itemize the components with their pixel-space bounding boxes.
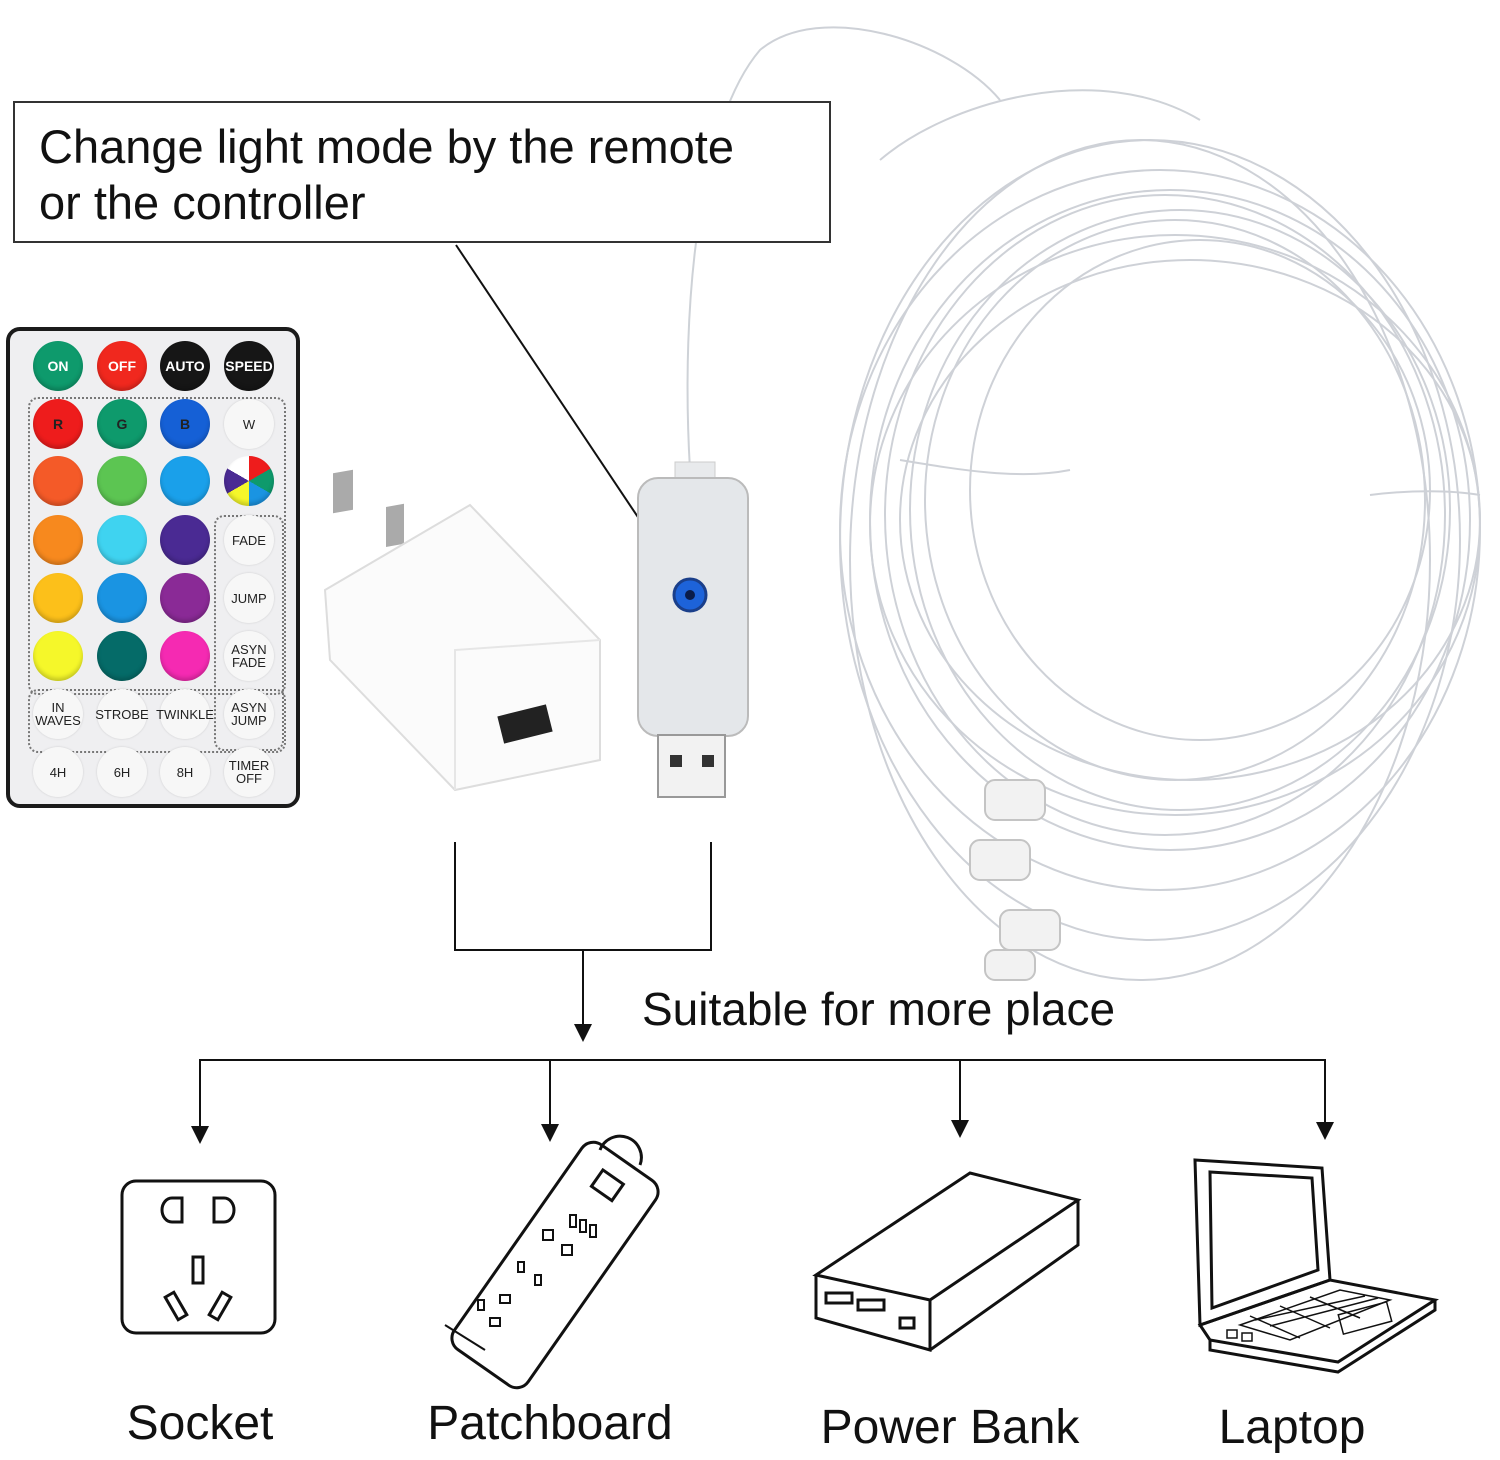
remote-button-in-waves[interactable]: IN WAVES [33, 689, 83, 739]
remote-button-4h[interactable]: 4H [33, 747, 83, 797]
remote-button-r[interactable]: R [33, 399, 83, 449]
power-bank-icon [812, 1171, 1082, 1352]
remote-button-g[interactable]: G [97, 399, 147, 449]
device-label-power-bank: Power Bank [820, 1401, 1080, 1454]
remote-button-fade[interactable]: FADE [224, 515, 274, 565]
laptop-icon [1193, 1158, 1439, 1374]
remote-button-color-17[interactable] [97, 573, 147, 623]
usb-controller [637, 461, 749, 798]
usb-wall-adapter [323, 469, 601, 792]
remote-button-jump[interactable]: JUMP [224, 573, 274, 623]
remote-button-timer-off[interactable]: TIMER OFF [224, 747, 274, 797]
remote-button-twinkle[interactable]: TWINKLE [156, 689, 214, 739]
remote-button-color-13[interactable] [97, 515, 147, 565]
remote-button-color-22[interactable] [160, 631, 210, 681]
device-label-laptop: Laptop [1218, 1401, 1366, 1454]
remote-button-color-11[interactable] [224, 456, 274, 506]
remote-button-strobe[interactable]: STROBE [95, 689, 149, 739]
arrowheads [191, 1024, 1334, 1144]
remote-button-color-16[interactable] [33, 573, 83, 623]
socket-icon [120, 1179, 277, 1335]
remote-button-color-10[interactable] [160, 456, 210, 506]
remote-button-8h[interactable]: 8H [160, 747, 210, 797]
remote-button-color-8[interactable] [33, 456, 83, 506]
remote-button-color-18[interactable] [160, 573, 210, 623]
remote-button-b[interactable]: B [160, 399, 210, 449]
remote-button-6h[interactable]: 6H [97, 747, 147, 797]
button-group-outline [28, 689, 286, 753]
remote-button-color-14[interactable] [160, 515, 210, 565]
remote-button-speed[interactable]: SPEED [224, 341, 274, 391]
remote-button-w[interactable]: W [224, 399, 274, 449]
remote-button-color-9[interactable] [97, 456, 147, 506]
remote-button-asyn-fade[interactable]: ASYN FADE [224, 631, 274, 681]
remote-button-on[interactable]: ON [33, 341, 83, 391]
remote-button-auto[interactable]: AUTO [160, 341, 210, 391]
remote-button-asyn-jump[interactable]: ASYN JUMP [224, 689, 274, 739]
power-strip-icon [444, 1134, 660, 1390]
connection-diagram [199, 842, 1326, 1135]
callout-text: Change light mode by the remote or the c… [39, 120, 734, 229]
device-label-patchboard: Patchboard [427, 1397, 673, 1450]
device-label-socket: Socket [126, 1397, 274, 1450]
suitable-heading: Suitable for more place [642, 983, 1116, 1035]
remote-button-off[interactable]: OFF [97, 341, 147, 391]
remote-button-color-12[interactable] [33, 515, 83, 565]
callout-box: Change light mode by the remote or the c… [13, 101, 831, 243]
remote-button-color-21[interactable] [97, 631, 147, 681]
button-group-outline [28, 397, 286, 695]
string-lights-bundle [686, 26, 1481, 981]
remote-button-color-20[interactable] [33, 631, 83, 681]
light-connectors [969, 779, 1061, 981]
